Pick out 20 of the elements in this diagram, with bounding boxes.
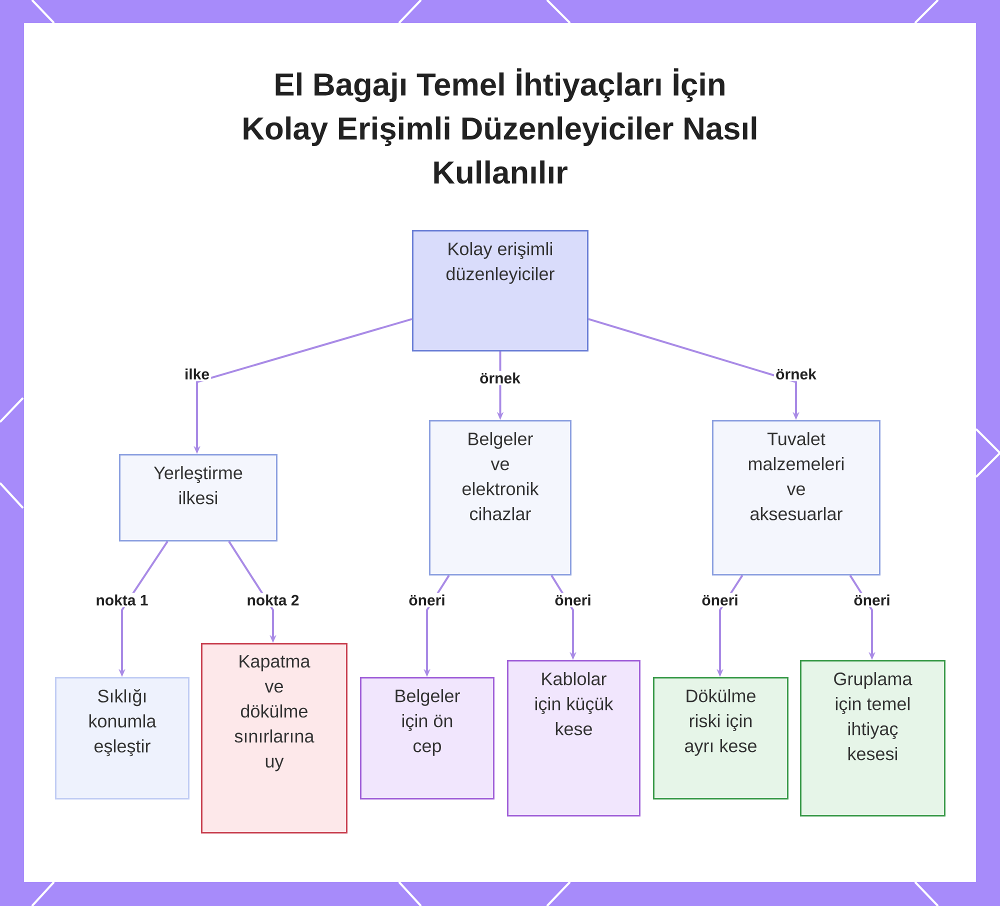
edge-label: öneri [700, 592, 740, 608]
edge-label: öneri [553, 592, 593, 608]
title: El Bagajı Temel İhtiyaçları İçin Kolay Erişimli Düzenleyiciler Nasıl Kullanılır [244, 68, 756, 184]
edge-label: ilke [182, 366, 212, 382]
edge-label: örnek [478, 370, 522, 386]
tip-box: Kablolar için küçük kese [507, 660, 640, 816]
tip-box: Sıklığı konumla eşleştir [55, 677, 190, 800]
edge-label: nokta 2 [245, 592, 301, 608]
tip-box: Belgeler için ön cep [360, 677, 494, 800]
tip-box: Dökülme riski için ayrı kese [653, 677, 788, 800]
tip-box: Gruplama için temel ihtiyaç kesesi [800, 660, 946, 816]
category-box: Yerleştirme ilkesi [119, 454, 278, 542]
edge-label: nokta 1 [94, 592, 150, 608]
edge-label: örnek [774, 366, 818, 382]
edge-label: öneri [407, 592, 447, 608]
concept-box: Kolay erişimli düzenleyiciler [412, 230, 588, 352]
tip-box: Kapatma ve dökülme sınırlarına uy [201, 643, 348, 834]
category-box: Tuvalet malzemeleri ve aksesuarlar [712, 420, 880, 576]
category-box: Belgeler ve elektronik cihazlar [429, 420, 572, 576]
edge-label: öneri [852, 592, 892, 608]
